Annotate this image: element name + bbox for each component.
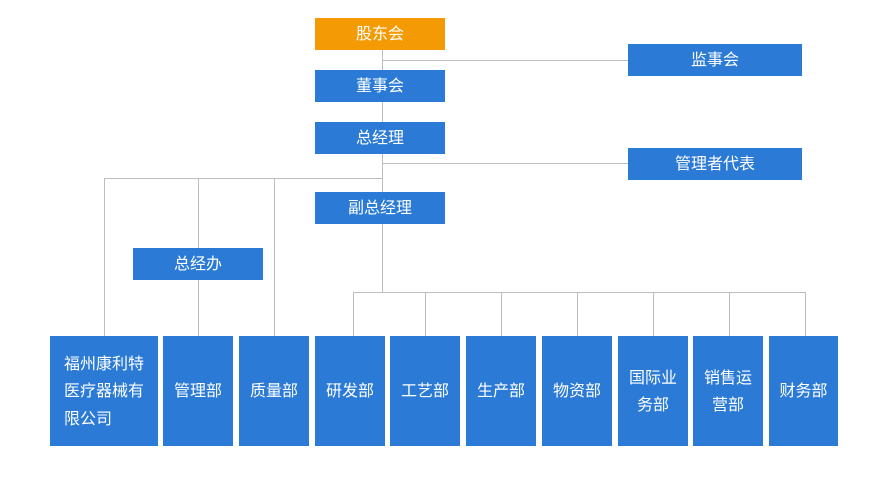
- department-label: 工艺部: [400, 381, 449, 401]
- shareholders-label: 股东会: [355, 24, 404, 44]
- department-box-management: 管理部: [163, 336, 233, 446]
- shareholders-box: 股东会: [315, 18, 445, 50]
- department-box-sales: 销售运 营部: [693, 336, 763, 446]
- management-representative-box: 管理者代表: [628, 148, 802, 180]
- connector-left-1: [104, 178, 105, 336]
- department-box-international: 国际业 务部: [618, 336, 688, 446]
- department-label: 福州康利特 医疗器械有 限公司: [64, 354, 145, 428]
- connector-trunk: [382, 50, 383, 293]
- supervisory-board-box: 监事会: [628, 44, 802, 76]
- connector-left-branch: [104, 178, 382, 179]
- department-box-materials: 物资部: [542, 336, 612, 446]
- deputy-general-manager-label: 副总经理: [347, 198, 412, 218]
- department-label: 质量部: [249, 381, 298, 401]
- gm-office-box: 总经办: [133, 248, 263, 280]
- connector-dept-7: [577, 292, 578, 336]
- management-representative-label: 管理者代表: [674, 154, 755, 174]
- department-label: 管理部: [173, 381, 222, 401]
- general-manager-box: 总经理: [315, 122, 445, 154]
- connector-dept-9: [729, 292, 730, 336]
- connector-dept-4: [353, 292, 354, 336]
- department-label: 财务部: [779, 381, 828, 401]
- connector-management-rep: [382, 163, 628, 164]
- department-box-finance: 财务部: [769, 336, 838, 446]
- general-manager-label: 总经理: [355, 128, 404, 148]
- connector-dept-8: [653, 292, 654, 336]
- connector-supervisory: [382, 60, 628, 61]
- department-label: 生产部: [476, 381, 525, 401]
- department-box-rnd: 研发部: [315, 336, 385, 446]
- connector-dept-6: [501, 292, 502, 336]
- department-label: 国际业 务部: [628, 367, 677, 414]
- board-label: 董事会: [355, 76, 404, 96]
- department-box-process: 工艺部: [390, 336, 460, 446]
- board-box: 董事会: [315, 70, 445, 102]
- department-box-production: 生产部: [466, 336, 536, 446]
- gm-office-label: 总经办: [173, 254, 222, 274]
- connector-left-3: [274, 178, 275, 336]
- connector-dept-10: [805, 292, 806, 336]
- connector-right-branch: [353, 292, 806, 293]
- department-box-company: 福州康利特 医疗器械有 限公司: [50, 336, 158, 446]
- department-label: 研发部: [325, 381, 374, 401]
- department-box-quality: 质量部: [239, 336, 309, 446]
- supervisory-board-label: 监事会: [690, 50, 739, 70]
- department-label: 销售运 营部: [703, 367, 752, 414]
- department-label: 物资部: [552, 381, 601, 401]
- deputy-general-manager-box: 副总经理: [315, 192, 445, 224]
- connector-dept-5: [425, 292, 426, 336]
